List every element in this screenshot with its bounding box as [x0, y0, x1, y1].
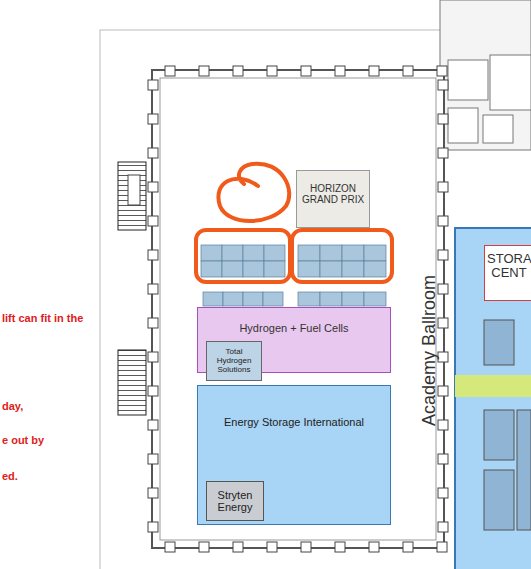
- zone-label: Total Hydrogen Solutions: [209, 348, 259, 374]
- booth-box: HORIZON GRAND PRIX: [296, 170, 370, 228]
- zone-label: Stryten Energy: [209, 489, 261, 513]
- zone-label: STORA CENT: [487, 252, 531, 281]
- booth-box: STORA CENT: [484, 245, 531, 301]
- exhibit-zone: Energy Storage InternationalStryten Ener…: [197, 385, 391, 525]
- zone-label: Energy Storage International: [200, 416, 388, 428]
- zone-label: Hydrogen + Fuel Cells: [200, 322, 388, 334]
- zone-label: HORIZON GRAND PRIX: [300, 183, 366, 205]
- exhibit-zone: Hydrogen + Fuel CellsTotal Hydrogen Solu…: [197, 307, 391, 373]
- note-text: lift can fit in the: [2, 312, 83, 324]
- booth-box: Stryten Energy: [206, 481, 264, 521]
- note-text: ed.: [2, 470, 18, 482]
- note-text: day,: [2, 400, 23, 412]
- booth-box: Total Hydrogen Solutions: [206, 341, 262, 381]
- note-text: e out by: [2, 434, 44, 446]
- room-name: Academy Ballroom: [420, 274, 441, 425]
